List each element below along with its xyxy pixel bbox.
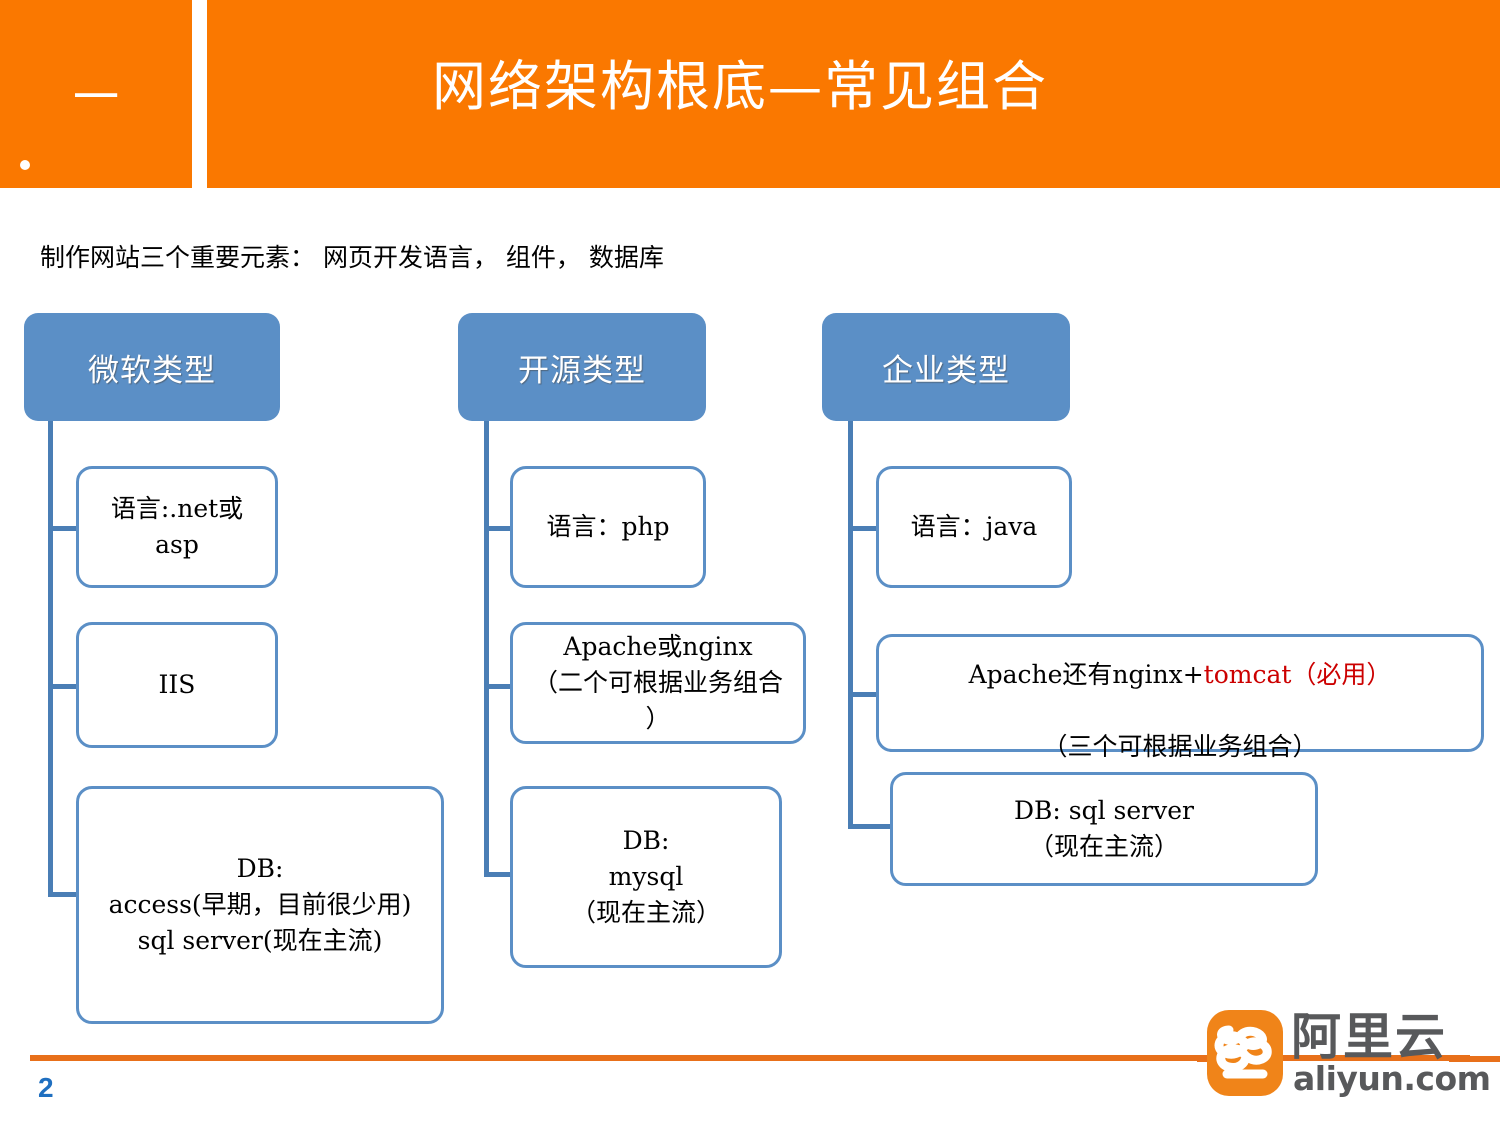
node-label: 语言：java: [910, 512, 1038, 541]
connector-stub-os-server: [484, 684, 516, 689]
aliyun-logo-domain: aliyun.com: [1293, 1059, 1491, 1098]
header-band: 网络架构根底—常见组合: [207, 0, 1500, 188]
node-os-db[interactable]: DB: mysql （现在主流）: [510, 786, 782, 968]
connector-stub-os-db: [484, 872, 516, 877]
connector-stub-os-lang: [484, 526, 516, 531]
column-header-opensource[interactable]: 开源类型: [458, 313, 706, 421]
connector-stub-ms-server: [48, 684, 80, 689]
aliyun-mark-icon: [1207, 1010, 1283, 1096]
node-label: DB: sql server （现在主流）: [1013, 796, 1194, 861]
connector-stub-ms-db: [48, 892, 86, 897]
node-label: Apache还有nginx+tomcat（必用） （三个可根据业务组合）: [963, 621, 1398, 765]
section-number: 一: [73, 70, 119, 124]
connector-stub-ms-lang: [48, 526, 80, 531]
node-ent-db[interactable]: DB: sql server （现在主流）: [890, 772, 1318, 886]
bullet-dot-icon: [20, 160, 30, 170]
connector-stub-ent-server: [848, 692, 880, 697]
node-label: DB: mysql （现在主流）: [570, 826, 721, 927]
footer-divider: [30, 1055, 1470, 1061]
column-header-label: 企业类型: [882, 352, 1010, 389]
node-label-part-2: （三个可根据业务组合）: [1042, 732, 1318, 761]
node-label-highlight: tomcat（必用）: [1203, 660, 1392, 689]
node-label: 语言:.net或 asp: [110, 494, 244, 559]
node-label-part-1: Apache还有nginx+: [968, 660, 1204, 689]
logo-dash-left: [1197, 1056, 1209, 1062]
page-title: 网络架构根底—常见组合: [432, 55, 1048, 118]
aliyun-logo-cn: 阿里云: [1291, 1008, 1447, 1066]
logo-dash-right: [1449, 1056, 1500, 1062]
column-header-label: 微软类型: [88, 352, 216, 389]
node-label: 语言：php: [546, 512, 670, 541]
connector-stub-ent-db: [848, 824, 894, 829]
node-ent-server[interactable]: Apache还有nginx+tomcat（必用） （三个可根据业务组合）: [876, 634, 1484, 761]
connector-stub-ent-lang: [848, 526, 880, 531]
node-ms-server[interactable]: IIS: [76, 622, 278, 748]
node-ent-lang[interactable]: 语言：java: [876, 466, 1072, 588]
subtitle-text: 制作网站三个重要元素： 网页开发语言， 组件， 数据库: [40, 243, 664, 272]
header-number-box: 一: [0, 0, 192, 188]
column-header-label: 开源类型: [518, 352, 646, 389]
node-ms-db[interactable]: DB: access(早期，目前很少用) sql server(现在主流): [76, 786, 444, 1024]
page-number: 2: [38, 1072, 54, 1103]
connector-trunk-microsoft: [48, 421, 53, 897]
aliyun-glyph-icon: [1214, 1025, 1272, 1079]
connector-trunk-enterprise: [848, 421, 853, 829]
column-header-microsoft[interactable]: 微软类型: [24, 313, 280, 421]
node-label: Apache或nginx （二个可根据业务组合 ）: [532, 632, 783, 733]
aliyun-logo: 阿里云 aliyun.com: [1197, 1008, 1500, 1098]
connector-trunk-opensource: [484, 421, 489, 877]
node-label: IIS: [158, 670, 196, 699]
node-label: DB: access(早期，目前很少用) sql server(现在主流): [108, 854, 412, 955]
node-ms-lang[interactable]: 语言:.net或 asp: [76, 466, 278, 588]
node-os-server[interactable]: Apache或nginx （二个可根据业务组合 ）: [510, 622, 806, 744]
node-os-lang[interactable]: 语言：php: [510, 466, 706, 588]
column-header-enterprise[interactable]: 企业类型: [822, 313, 1070, 421]
